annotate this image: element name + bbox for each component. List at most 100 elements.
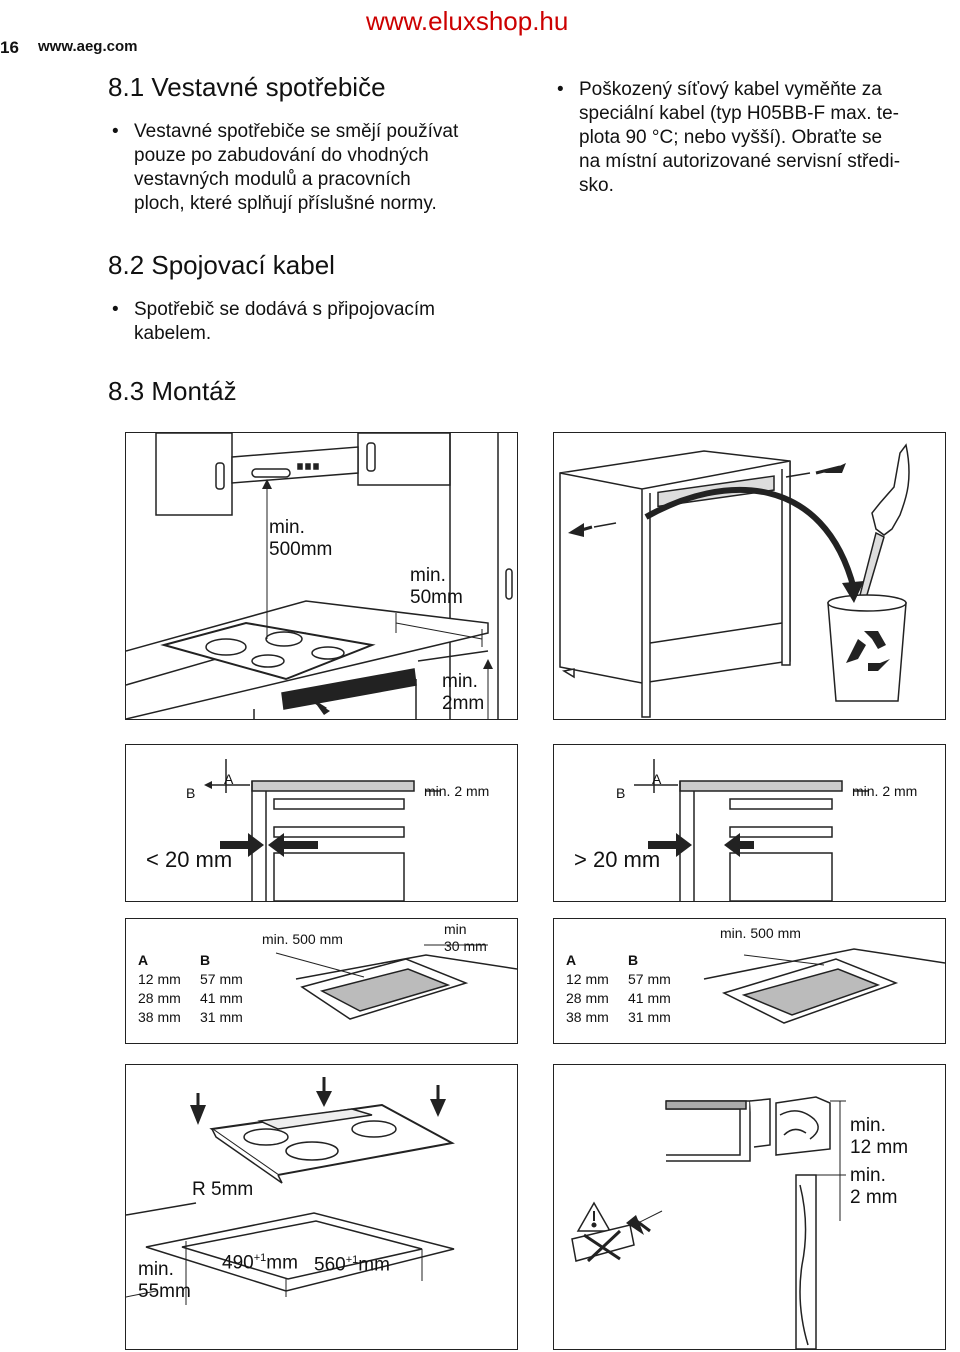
- label-line: 12 mm: [850, 1137, 909, 1158]
- table-cell: 31 mm: [200, 1009, 243, 1025]
- label-min2: min. 2 mm: [852, 783, 918, 799]
- label-line: min.: [138, 1259, 174, 1280]
- bullet-line: kabelem.: [134, 323, 212, 344]
- label-490mm: 490+1mm: [222, 1247, 298, 1274]
- watermark: www.eluxshop.hu: [366, 6, 569, 36]
- label-line: min.: [442, 671, 478, 692]
- dim-value: 490: [222, 1252, 254, 1274]
- table-cell: 28 mm: [138, 990, 181, 1006]
- dim-tolerance: +1: [345, 1254, 359, 1266]
- bullet-cable: Spotřebič se dodává s připojovacím kabel…: [112, 298, 554, 346]
- section-title: Montáž: [144, 376, 237, 406]
- table-cell: 38 mm: [566, 1009, 609, 1025]
- label-r5mm: R 5mm: [192, 1179, 254, 1200]
- label-line: min.: [410, 565, 446, 586]
- worktop-drawing: [571, 1096, 846, 1349]
- table-header-a: A: [138, 952, 149, 968]
- label-min2: min. 2 mm: [424, 783, 490, 799]
- label-a: A: [224, 771, 234, 787]
- less-20-drawing: [204, 759, 440, 901]
- bullet-line: vestavných modulů a pracovních: [134, 169, 411, 190]
- table-row: 28 mm 41 mm: [138, 989, 262, 1008]
- bullet-line: plota 90 °C; nebo vyšší). Obraťte se: [579, 127, 883, 148]
- table-cell: 41 mm: [200, 990, 243, 1006]
- figure-kitchen-clearances: min. 500mm min. 50mm min. 2mm: [125, 432, 518, 720]
- label-min30: min 30 mm: [444, 921, 487, 955]
- section-subnumber: 3: [129, 376, 145, 406]
- label-min2: min. 2mm: [442, 671, 484, 715]
- bullet-damaged-cable: Poškozený síťový kabel vyměňte za speciá…: [557, 78, 960, 198]
- section-subnumber: 2: [129, 250, 145, 280]
- more-20-drawing: [634, 759, 868, 901]
- table-header-b: B: [628, 952, 639, 968]
- site-url: www.aeg.com: [38, 38, 138, 55]
- section-title: Spojovací kabel: [144, 250, 335, 280]
- label-line: min: [444, 921, 467, 937]
- page-number: 16: [0, 38, 19, 57]
- bullet-line: na místní autorizované servisní středi-: [579, 151, 901, 172]
- section-8-2-heading: 8.2 Spojovací kabel: [108, 250, 335, 281]
- dim-unit: mm: [266, 1252, 298, 1274]
- label-more-20mm: > 20 mm: [574, 847, 661, 872]
- bullet-line: Spotřebič se dodává s připojovacím: [134, 299, 435, 320]
- table-row: 38 mm 31 mm: [566, 1008, 690, 1027]
- label-min55: min. 55mm: [138, 1259, 191, 1303]
- section-number: 8.: [108, 250, 130, 280]
- table-row: 12 mm 57 mm: [566, 970, 690, 989]
- table-cell: 41 mm: [628, 990, 671, 1006]
- table-row: 12 mm 57 mm: [138, 970, 262, 989]
- label-560mm: 560+1mm: [314, 1249, 390, 1276]
- label-line: 2 mm: [850, 1187, 898, 1208]
- label-min12: min. 12 mm: [850, 1115, 908, 1159]
- section-subnumber: 1: [129, 72, 145, 102]
- label-line: min.: [850, 1165, 886, 1186]
- table-cell: 28 mm: [566, 990, 609, 1006]
- label-b: B: [186, 785, 196, 801]
- bullet-line: Vestavné spotřebiče se smějí používat: [134, 121, 459, 142]
- section-8-1-heading: 8.1 Vestavné spotřebiče: [108, 72, 386, 103]
- table-header-a: A: [566, 952, 577, 968]
- label-less-20mm: < 20 mm: [146, 847, 233, 872]
- table-header-b: B: [200, 952, 211, 968]
- dim-value: 560: [314, 1254, 346, 1276]
- dim-unit: mm: [358, 1254, 390, 1276]
- label-b: B: [616, 785, 626, 801]
- label-line: 30 mm: [444, 938, 487, 954]
- label-line: 50mm: [410, 587, 463, 608]
- figure-more-than-20mm: B A min. 2 mm > 20 mm: [553, 744, 946, 902]
- label-line: 2mm: [442, 693, 485, 714]
- bullet-line: sko.: [579, 175, 614, 196]
- figure-hob-cutout-dimensions: R 5mm min. 55mm 490+1mm 560+1mm: [125, 1064, 518, 1350]
- bullet-line: Poškozený síťový kabel vyměňte za: [579, 79, 882, 100]
- table-cell: 57 mm: [628, 971, 671, 987]
- table-cell: 38 mm: [138, 1009, 181, 1025]
- table-cell: 31 mm: [628, 1009, 671, 1025]
- figure-cutout-table-right: A B 12 mm 57 mm 28 mm 41 mm 38 mm 31 mm …: [553, 918, 946, 1044]
- table-header: A B: [566, 951, 690, 970]
- kitchen-drawing: [126, 433, 513, 719]
- figure-cutout-table-left: A B 12 mm 57 mm 28 mm 41 mm 38 mm 31 mm …: [125, 918, 518, 1044]
- figure-worktop-thickness: min. 12 mm min. 2 mm: [553, 1064, 946, 1350]
- label-min500: min. 500 mm: [720, 925, 801, 941]
- section-8-3-heading: 8.3 Montáž: [108, 376, 237, 407]
- table-cell: 12 mm: [138, 971, 181, 987]
- cutout-left-drawing: [275, 944, 517, 1020]
- table-cell: 57 mm: [200, 971, 243, 987]
- bullet-line: ploch, které splňují příslušné normy.: [134, 193, 437, 214]
- table-row: 38 mm 31 mm: [138, 1008, 262, 1027]
- section-number: 8.: [108, 72, 130, 102]
- label-a: A: [652, 771, 662, 787]
- label-min500: min. 500mm: [269, 517, 332, 561]
- section-number: 8.: [108, 376, 130, 406]
- label-min2: min. 2 mm: [850, 1165, 898, 1209]
- hob-cutout-drawing: [126, 1077, 455, 1305]
- cutout-right-drawing: [703, 948, 945, 1024]
- cabinet-recycle-drawing: [559, 443, 910, 718]
- label-line: min.: [269, 517, 305, 538]
- dim-tolerance: +1: [253, 1252, 267, 1264]
- table-header: A B: [138, 951, 262, 970]
- figure-less-than-20mm: B A min. 2 mm < 20 mm: [125, 744, 518, 902]
- dimension-table: A B 12 mm 57 mm 28 mm 41 mm 38 mm 31 mm: [138, 951, 262, 1027]
- dimension-table: A B 12 mm 57 mm 28 mm 41 mm 38 mm 31 mm: [566, 951, 690, 1027]
- label-line: min.: [850, 1115, 886, 1136]
